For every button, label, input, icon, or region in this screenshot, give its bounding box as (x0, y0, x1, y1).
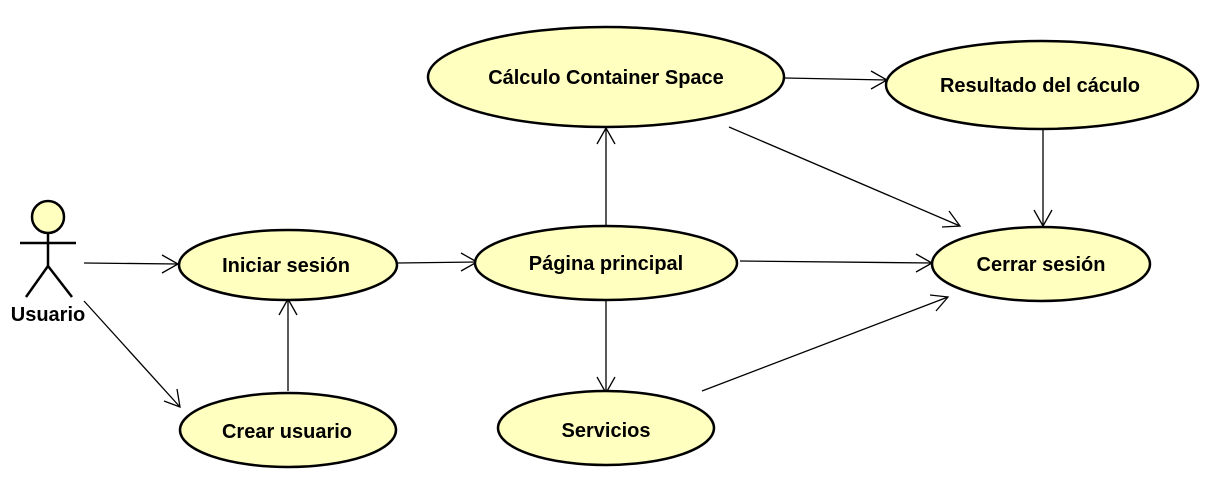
edge-usuario-iniciar-sesion (83, 254, 180, 274)
edge-pagina-principal-servicios (596, 297, 616, 395)
use-case-label: Servicios (562, 420, 651, 442)
edge-calculo-cerrar-sesion (728, 126, 962, 228)
use-case-cerrar-sesion[interactable]: Cerrar sesión (930, 225, 1152, 303)
edge-crear-usuario-iniciar-sesion (278, 297, 298, 391)
actor-label: Usuario (11, 304, 85, 326)
use-case-label: Iniciar sesión (222, 255, 350, 277)
use-case-label: Página principal (529, 253, 683, 275)
use-case-crear-usuario[interactable]: Crear usuario (178, 391, 398, 469)
use-case-servicios[interactable]: Servicios (496, 389, 716, 467)
edge-usuario-crear-usuario (83, 300, 181, 409)
actor-usuario[interactable]: Usuario (11, 199, 85, 326)
use-case-calculo-container-space[interactable]: Cálculo Container Space (426, 25, 786, 129)
use-case-resultado-del-calculo[interactable]: Resultado del cáculo (884, 39, 1200, 131)
edge-pagina-principal-calculo (596, 126, 616, 225)
use-case-label: Cálculo Container Space (488, 67, 724, 89)
use-case-label: Resultado del cáculo (940, 75, 1140, 97)
edge-pagina-principal-cerrar-sesion (739, 253, 934, 273)
use-case-label: Cerrar sesión (977, 254, 1106, 276)
edge-calculo-resultado (784, 70, 889, 90)
edge-servicios-cerrar-sesion (701, 294, 950, 392)
edge-resultado-cerrar-sesion (1033, 129, 1053, 228)
use-case-label: Crear usuario (222, 421, 352, 443)
stick-figure-actor-icon (20, 199, 76, 298)
use-case-pagina-principal[interactable]: Página principal (473, 224, 739, 302)
use-case-iniciar-sesion[interactable]: Iniciar sesión (177, 228, 399, 302)
edge-iniciar-sesion-pagina-principal (397, 252, 479, 272)
